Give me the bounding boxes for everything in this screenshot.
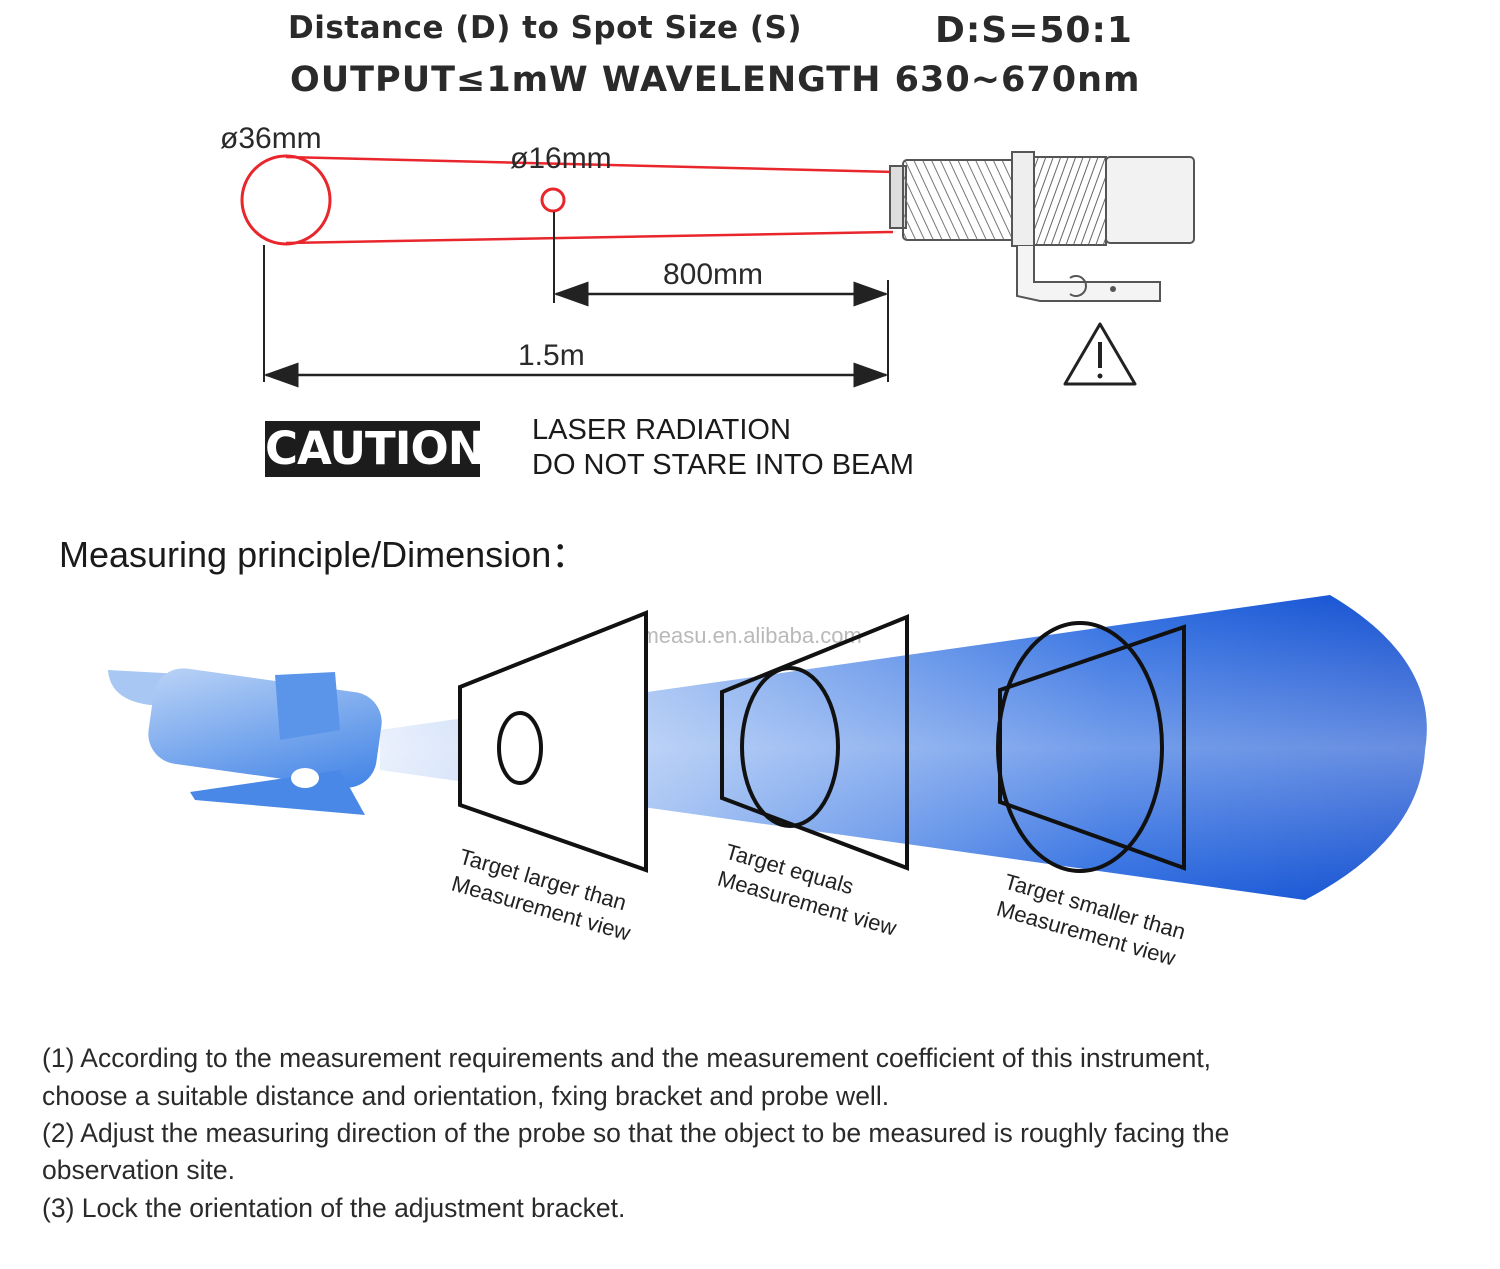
caution-badge: CAUTION	[265, 421, 485, 477]
section-title: Measuring principle/Dimension：	[59, 534, 588, 575]
far-distance-label: 1.5m	[518, 339, 585, 372]
target-equals-frame	[720, 614, 909, 871]
note-3: (3) Lock the orientation of the adjustme…	[42, 1193, 626, 1223]
target-larger-frame	[458, 610, 648, 873]
far-spot-label: ø36mm	[220, 122, 322, 155]
probe-sensor-icon	[108, 668, 382, 815]
target-smaller-frame	[996, 621, 1186, 873]
near-spot-label: ø16mm	[510, 142, 612, 175]
far-spot-circle	[240, 154, 332, 246]
optics-diagram: ø36mm ø16mm 800mm 1.5m	[220, 122, 1195, 388]
beam-upper-line	[285, 155, 894, 174]
note-1: (1) According to the measurement require…	[42, 1043, 1212, 1073]
note-2-continued: observation site.	[42, 1155, 235, 1185]
near-spot-circle	[540, 187, 566, 213]
warning-triangle-icon	[1063, 322, 1137, 386]
laser-spec-line: OUTPUT≤1mW WAVELENGTH 630~670nm	[290, 60, 1141, 100]
beam-lower-line	[285, 230, 894, 245]
spec-title: Distance (D) to Spot Size (S)	[288, 10, 802, 46]
near-distance-label: 800mm	[663, 258, 763, 291]
case2-caption: Target equals Measurement view	[715, 839, 899, 941]
case3-caption: Target smaller than Measurement view	[994, 869, 1188, 971]
warning-line-1: LASER RADIATION	[532, 414, 791, 446]
sensor-probe-icon	[889, 151, 1195, 302]
note-2: (2) Adjust the measuring direction of th…	[42, 1118, 1230, 1148]
warning-line-2: DO NOT STARE INTO BEAM	[532, 449, 914, 481]
note-1-continued: choose a suitable distance and orientati…	[42, 1081, 890, 1111]
principle-diagram: kaemeasu.en.alibaba.com Target larger th…	[108, 595, 1427, 971]
distance-spot-ratio: D:S=50:1	[935, 10, 1133, 51]
